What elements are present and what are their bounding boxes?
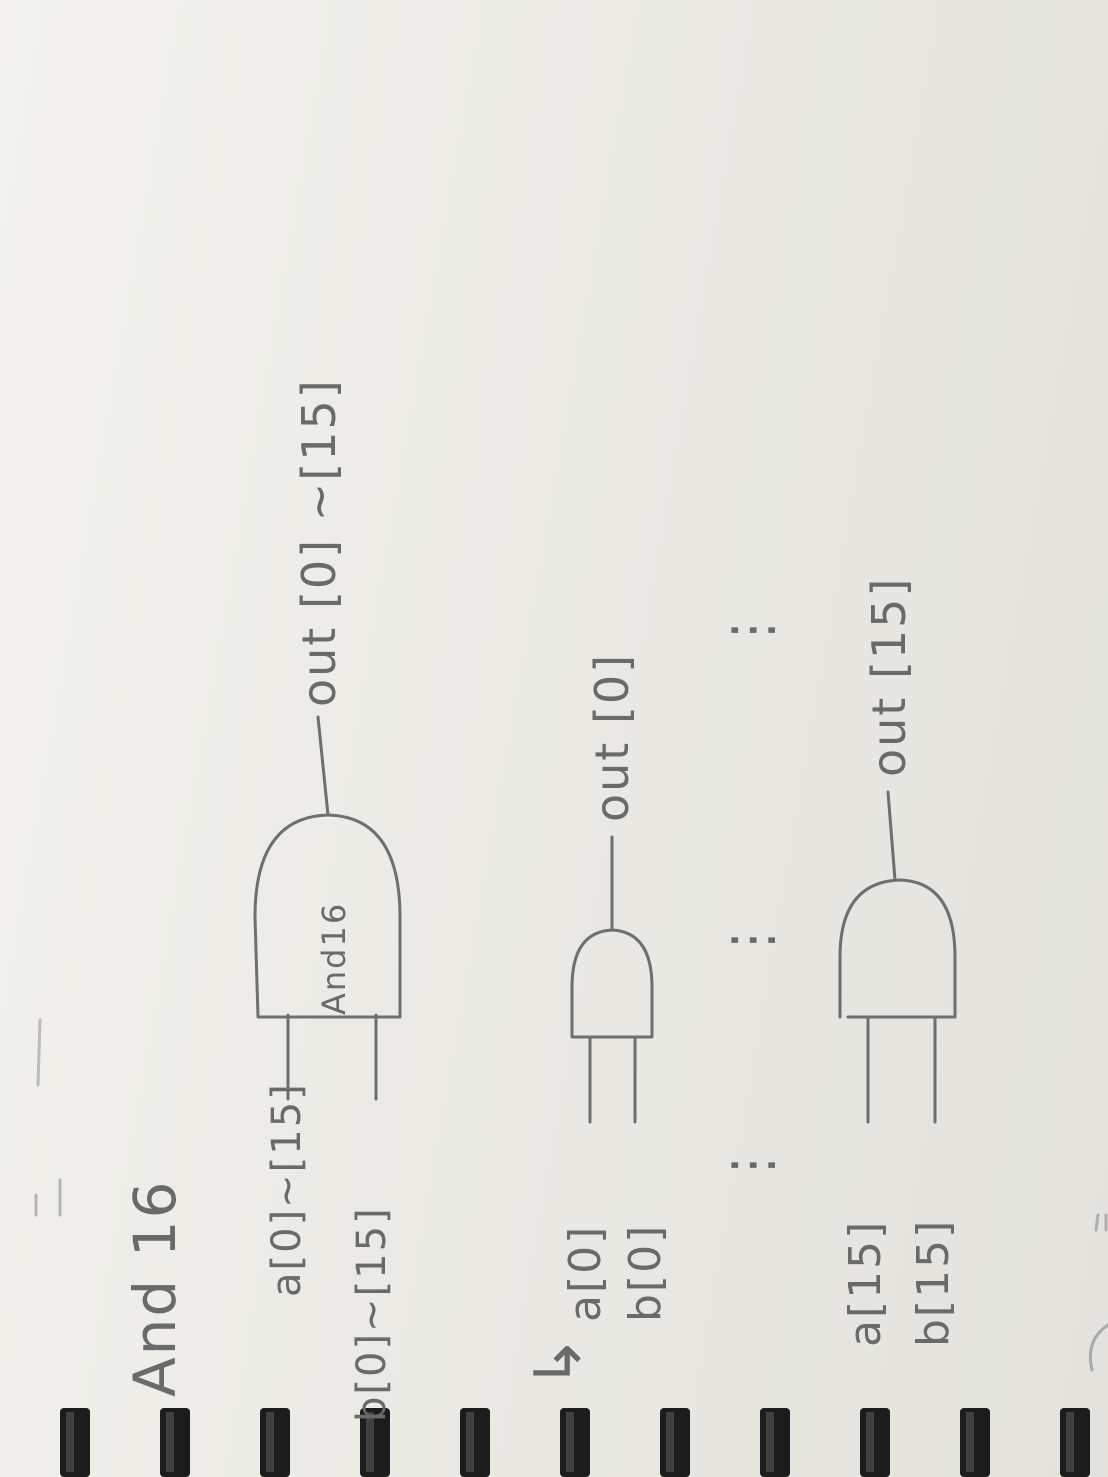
binding-ring-highlight [466, 1412, 474, 1472]
and-gate-bit15: a[15] b[15] out [15] [838, 577, 959, 1347]
binding-ring [160, 1408, 190, 1477]
binding-ring-highlight [366, 1412, 374, 1472]
ellipsis-outputs: ⋮ [720, 601, 783, 657]
and16-output-wire [316, 715, 330, 817]
ellipsis-group: ⋮ ⋮ ⋮ [720, 601, 783, 1192]
binding-ring-highlight [266, 1412, 274, 1472]
previous-notes-fragment [34, 1018, 1108, 1372]
binding-ring-highlight [766, 1412, 774, 1472]
binding-ring [260, 1408, 290, 1477]
and-gate-bit15-symbol [838, 878, 957, 1019]
output15-label: out [15] [862, 577, 916, 777]
ellipsis-inputs: ⋮ [720, 1136, 783, 1192]
input-b15-label: b[15] [908, 1219, 959, 1347]
binding-ring-highlight [966, 1412, 974, 1472]
and16-output-label: out [0] ~[15] [292, 378, 346, 707]
binding-ring [60, 1408, 90, 1477]
binding-ring [460, 1408, 490, 1477]
binding-ring-highlight [866, 1412, 874, 1472]
input-b0-label: b[0] [620, 1224, 671, 1322]
input-a-range-label: a[0]~[15] [264, 1082, 310, 1297]
diagram-title: And 16 [121, 1180, 189, 1398]
binding-ring [1060, 1408, 1090, 1477]
and-gate-bit0-symbol [570, 928, 654, 1039]
input-b-range-label: b[0]~[15] [349, 1206, 395, 1422]
binding-ring [960, 1408, 990, 1477]
binding-ring-highlight [666, 1412, 674, 1472]
output15-wire [886, 790, 897, 882]
input-a0-label: a[0] [560, 1225, 611, 1322]
binding-ring-highlight [66, 1412, 74, 1472]
binding-ring-highlight [166, 1412, 174, 1472]
ellipsis-gates: ⋮ [720, 911, 783, 967]
binding-ring [860, 1408, 890, 1477]
output0-label: out [0] [585, 653, 639, 822]
input-a15-label: a[15] [840, 1220, 891, 1347]
and-gate-bit0: a[0] b[0] out [0] [560, 653, 671, 1322]
binding-ring [560, 1408, 590, 1477]
binding-ring-highlight [1066, 1412, 1074, 1472]
binding-ring [760, 1408, 790, 1477]
binding-ring [660, 1408, 690, 1477]
rotated-diagram: And 16 a[0]~[15] b[0]~[15] And16 out [0]… [121, 378, 959, 1422]
and16-gate-block: a[0]~[15] b[0]~[15] And16 out [0] ~[15] [253, 378, 402, 1422]
spiral-binding [60, 1408, 1090, 1477]
binding-ring-highlight [566, 1412, 574, 1472]
expand-arrow: ↳ [522, 1333, 596, 1389]
and16-gate-label: And16 [315, 902, 353, 1015]
